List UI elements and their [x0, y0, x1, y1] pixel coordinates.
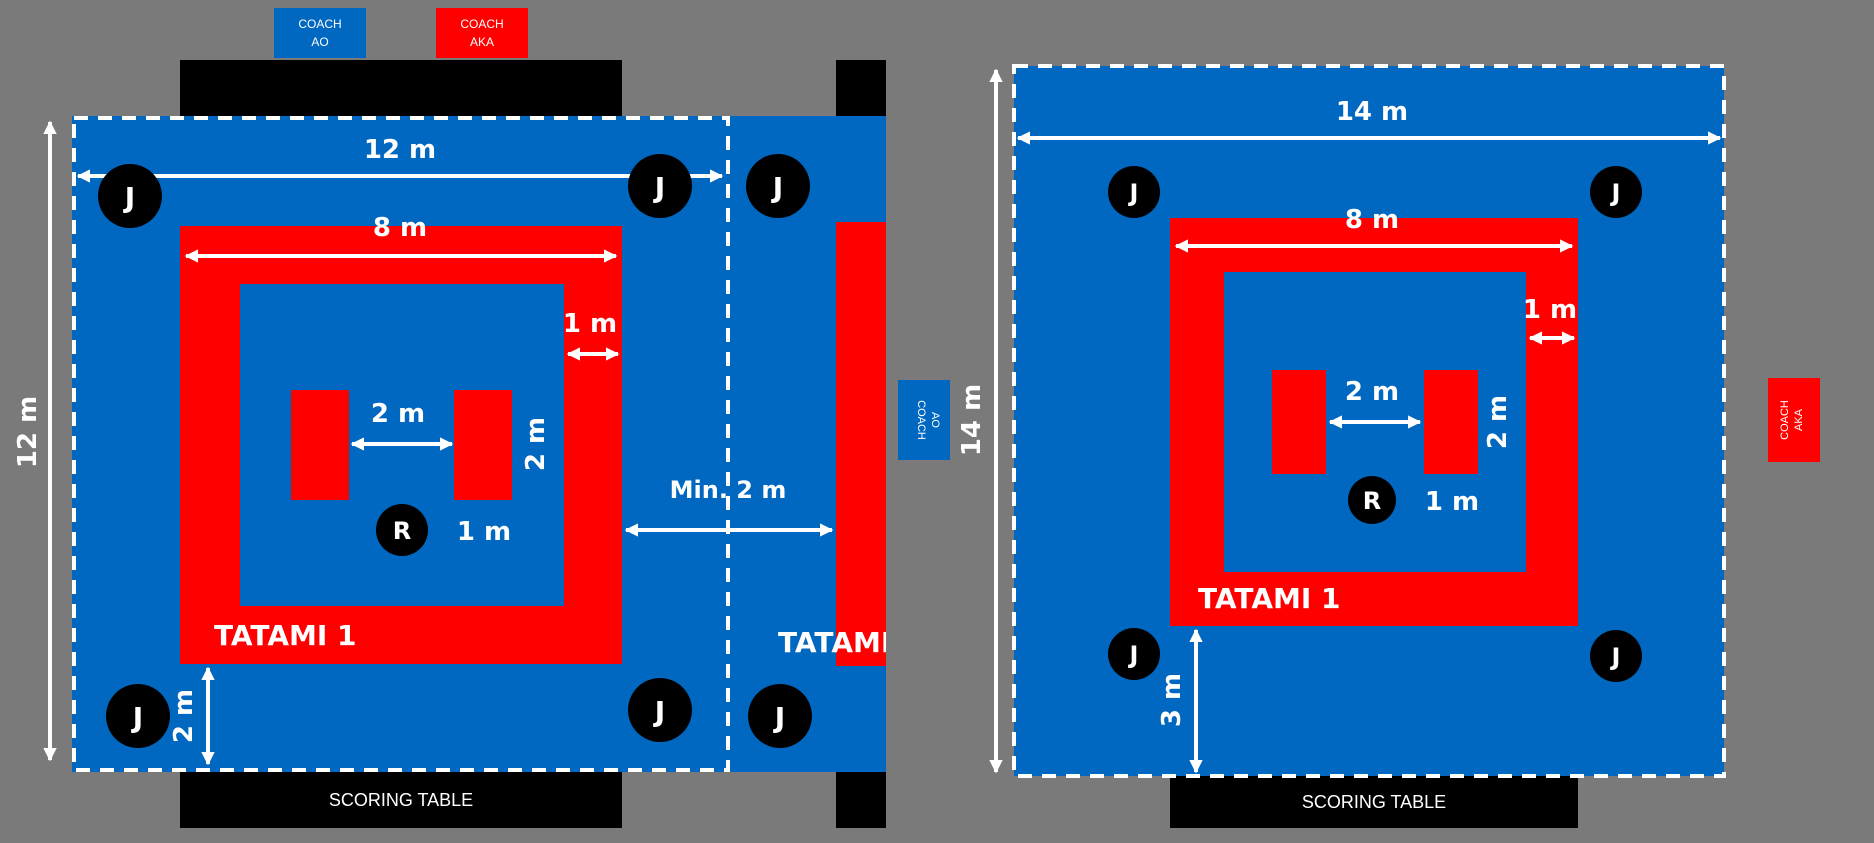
- coach-aka-side-box: [1768, 378, 1820, 462]
- inner-width-label-right: 8 m: [1345, 205, 1399, 235]
- scoring-table: [180, 772, 622, 828]
- judge-marker: [746, 154, 810, 218]
- scoring-table-label: SCORING TABLE: [329, 790, 473, 810]
- referee-offset-label-right: 1 m: [1425, 487, 1479, 517]
- referee-label: R: [393, 517, 411, 545]
- neighbor-tatami-label: TATAMI: [778, 626, 891, 659]
- start-line-length-label: 2 m: [521, 417, 551, 471]
- coach-ao-box: [274, 8, 366, 58]
- judge-label: J: [773, 701, 785, 734]
- start-line-left-right: [1272, 370, 1326, 474]
- judge-label-right: J: [1128, 179, 1139, 207]
- judge-label: J: [653, 171, 665, 204]
- right-panel: SCORING TABLE COACH AKA 14 m 14 m 8 m 1 …: [957, 64, 1820, 828]
- judge-label-right: J: [1128, 641, 1139, 669]
- judge-label: J: [771, 171, 783, 204]
- start-lines-gap-label: 2 m: [371, 399, 425, 429]
- judge-label-right: J: [1610, 643, 1621, 671]
- height-label: 12 m: [13, 396, 43, 468]
- judge-marker-right: [1590, 166, 1642, 218]
- judge-label: J: [123, 181, 135, 214]
- judge-label-right: J: [1610, 179, 1621, 207]
- referee-label-right: R: [1363, 487, 1381, 515]
- coach-aka-box: [436, 8, 528, 58]
- referee-offset-label: 1 m: [457, 517, 511, 547]
- scoring-table-right-label: SCORING TABLE: [1302, 792, 1446, 812]
- scoring-table-right: [1170, 776, 1578, 828]
- border-label: 1 m: [563, 309, 617, 339]
- referee-marker: [376, 504, 428, 556]
- between-tatami-label: Min. 2 m: [670, 476, 787, 504]
- judge-marker-right: [1590, 630, 1642, 682]
- judge-label: J: [653, 695, 665, 728]
- tatami-name-right: TATAMI 1: [1198, 582, 1341, 615]
- start-lines-gap-label-right: 2 m: [1345, 377, 1399, 407]
- tatami-name: TATAMI 1: [214, 619, 357, 652]
- inner-width-label: 8 m: [373, 213, 427, 243]
- start-line-right-right: [1424, 370, 1478, 474]
- height-label-right: 14 m: [957, 384, 987, 456]
- start-line-right: [454, 390, 512, 500]
- referee-marker-right: [1348, 476, 1396, 524]
- width-label-right: 14 m: [1336, 97, 1408, 127]
- left-panel: COACH AO COACH AKA SCORING TABLE TATAMI …: [13, 0, 1018, 843]
- start-line-left: [291, 390, 349, 500]
- start-line-length-label-right: 2 m: [1483, 395, 1513, 449]
- coach-ao-label-1: COACH: [298, 17, 341, 31]
- coach-aka-label-2: AKA: [470, 35, 494, 49]
- judge-marker: [628, 154, 692, 218]
- coach-ao-side-label-2: AO: [929, 412, 941, 428]
- coach-ao-side-box: [898, 380, 950, 460]
- neighbor-tatami-strip: [836, 222, 886, 666]
- judge-marker: [98, 164, 162, 228]
- top-table: [180, 60, 622, 118]
- coach-aka-side-label-1: COACH: [1779, 400, 1791, 440]
- judge-marker-right: [1108, 166, 1160, 218]
- coach-ao-label-2: AO: [311, 35, 328, 49]
- judge-marker: [106, 684, 170, 748]
- judge-marker: [628, 678, 692, 742]
- bottom-gap-label: 2 m: [169, 689, 199, 743]
- border-label-right: 1 m: [1523, 295, 1577, 325]
- width-label: 12 m: [364, 135, 436, 165]
- coach-ao-side-label-1: COACH: [915, 400, 927, 440]
- judge-label: J: [131, 701, 143, 734]
- right-table-bottom: [836, 772, 886, 828]
- bottom-gap-label-right: 3 m: [1157, 673, 1187, 727]
- coach-aka-side-label-2: AKA: [1793, 408, 1805, 431]
- judge-marker: [748, 684, 812, 748]
- competition-area-boundary: [72, 116, 730, 772]
- right-table-top: [836, 60, 886, 118]
- judge-marker-right: [1108, 628, 1160, 680]
- coach-aka-label-1: COACH: [460, 17, 503, 31]
